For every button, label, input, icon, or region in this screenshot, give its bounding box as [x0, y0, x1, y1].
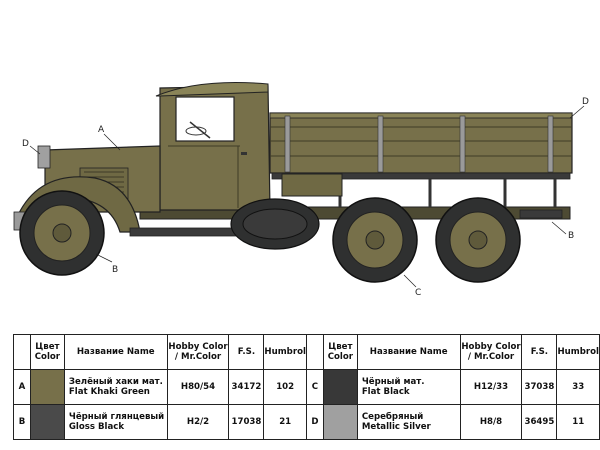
paint-hobby-code: H12/33: [459, 369, 523, 405]
front-wheel: [19, 190, 105, 276]
callout-d-rear: D: [582, 97, 589, 107]
paint-fs-code: 34172: [228, 369, 265, 405]
truck-illustration: A D D B C B: [13, 82, 589, 298]
paint-hobby-code: H2/2: [166, 404, 230, 440]
header-name: Название Name: [63, 334, 168, 370]
callout-b-wheel: B: [112, 265, 118, 275]
header-humbrol: Humbrol: [263, 334, 307, 370]
paint-swatch: [322, 369, 358, 405]
header-fs: F.S.: [228, 334, 265, 370]
paint-humbrol-code: 11: [556, 404, 600, 440]
paint-fs-code: 37038: [521, 369, 558, 405]
callout-a: A: [98, 125, 105, 135]
spare-wheel: [230, 198, 320, 250]
paint-swatch: [29, 369, 65, 405]
paint-humbrol-code: 33: [556, 369, 600, 405]
callout-b-rear: B: [568, 231, 574, 241]
paint-swatch: [322, 404, 358, 440]
paint-hobby-code: H8/8: [459, 404, 523, 440]
paint-humbrol-code: 21: [263, 404, 307, 440]
header-color: Цвет Color: [29, 334, 65, 370]
cargo-bed: [269, 112, 573, 207]
header-letter-cell-2: [305, 334, 324, 370]
rear-wheel-1: [332, 197, 418, 283]
paint-letter: C: [305, 369, 324, 405]
paint-letter: A: [13, 369, 31, 405]
header-fs-2: F.S.: [521, 334, 558, 370]
paint-name: Зелёный хаки мат.Flat Khaki Green: [63, 369, 168, 405]
paint-name: Чёрный мат.Flat Black: [356, 369, 461, 405]
callout-d-front: D: [22, 139, 29, 149]
paint-legend-table: Цвет Color Название Name Hobby Color / M…: [13, 334, 600, 440]
paint-swatch: [29, 404, 65, 440]
header-hobby-2: Hobby Color / Mr.Color: [459, 334, 523, 370]
paint-fs-code: 17038: [228, 404, 265, 440]
paint-humbrol-code: 102: [263, 369, 307, 405]
callout-c: C: [415, 288, 421, 298]
paint-fs-code: 36495: [521, 404, 558, 440]
header-color-2: Цвет Color: [322, 334, 358, 370]
paint-letter: D: [305, 404, 324, 440]
paint-hobby-code: H80/54: [166, 369, 230, 405]
cab: [155, 82, 271, 211]
rear-wheel-2: [435, 197, 521, 283]
header-letter-cell: [13, 334, 31, 370]
header-hobby: Hobby Color / Mr.Color: [166, 334, 230, 370]
running-board: [129, 227, 241, 237]
legend-row: A Зелёный хаки мат.Flat Khaki Green H80/…: [13, 369, 600, 405]
header-name-2: Название Name: [356, 334, 461, 370]
paint-letter: B: [13, 404, 31, 440]
rear-towing-bar: [519, 209, 563, 219]
legend-header-row: Цвет Color Название Name Hobby Color / M…: [13, 334, 600, 370]
header-humbrol-2: Humbrol: [556, 334, 600, 370]
